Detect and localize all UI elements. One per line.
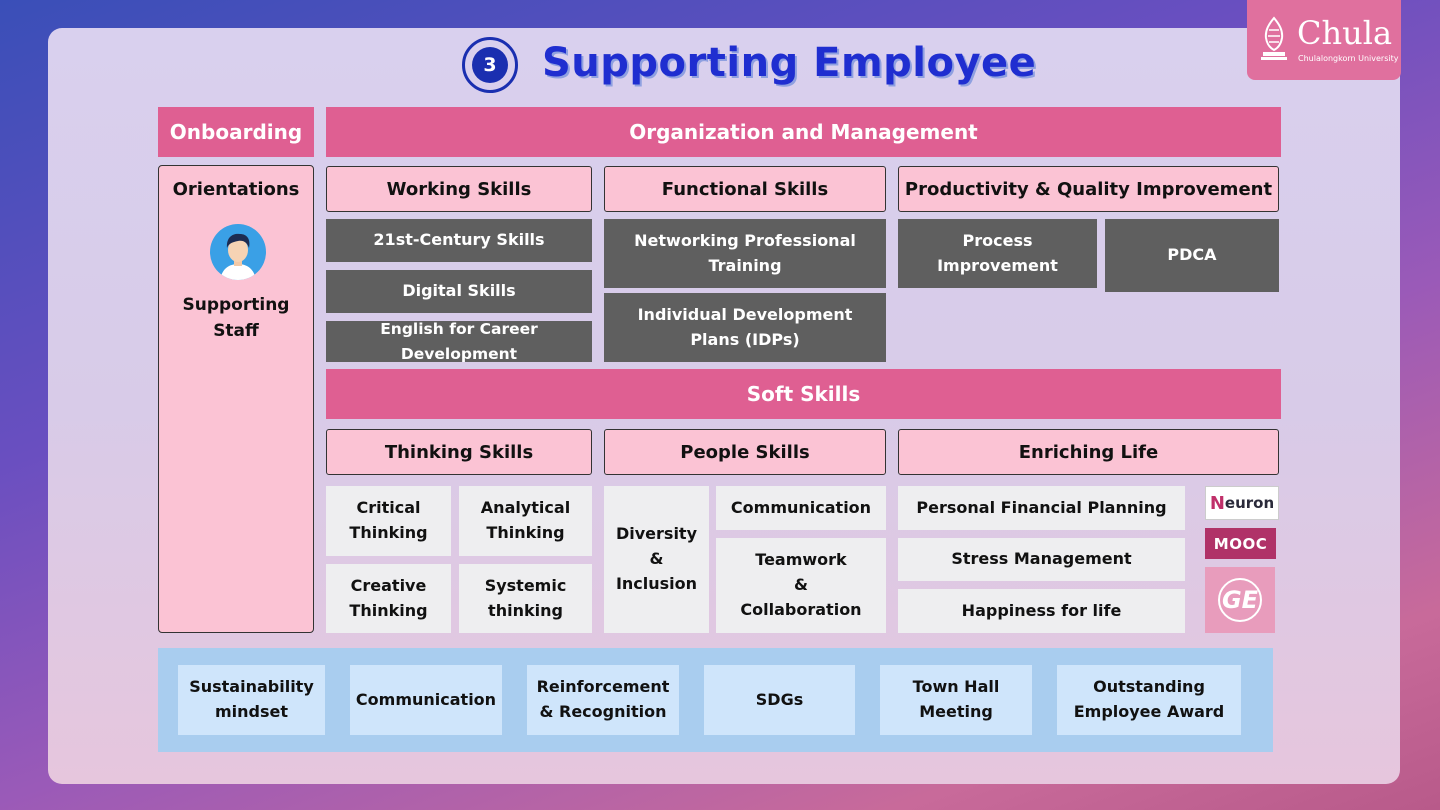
bottom-item-line2: & Recognition: [539, 702, 667, 721]
skill-systemic-thinking: Systemic thinking: [459, 564, 592, 633]
enriching-life-heading: Enriching Life: [898, 429, 1279, 475]
orientations-label: Orientations: [172, 178, 300, 200]
idps-line2: Plans (IDPs): [690, 329, 800, 349]
org-management-heading: Organization and Management: [326, 107, 1281, 157]
skill-process-improvement: Process Improvement: [898, 219, 1097, 288]
logo-name: Chula: [1297, 14, 1393, 52]
process-line1: Process: [962, 230, 1033, 250]
networking-line1: Networking Professional: [634, 230, 856, 250]
onboarding-heading: Onboarding: [158, 107, 314, 157]
systemic-line1: Systemic: [484, 575, 567, 595]
analytical-line1: Analytical: [480, 498, 571, 518]
soft-skills-heading: Soft Skills: [326, 369, 1281, 419]
skill-digital: Digital Skills: [326, 270, 592, 313]
logo-subtitle: Chulalongkorn University: [1298, 54, 1399, 63]
staff-avatar-icon: [210, 224, 266, 280]
section-number: 3: [472, 47, 508, 83]
bottom-item-line1: Sustainability: [189, 677, 314, 697]
systemic-line2: thinking: [488, 600, 563, 620]
neuron-text: euron: [1224, 494, 1275, 512]
teamwork-line2: &: [794, 575, 808, 595]
idps-line1: Individual Development: [637, 304, 853, 324]
bottom-item-line1: Town Hall: [912, 677, 1000, 697]
analytical-line2: Thinking: [486, 523, 565, 542]
bottom-item-line2: Employee Award: [1073, 702, 1225, 721]
skill-diversity-inclusion: Diversity & Inclusion: [604, 486, 709, 633]
skill-happiness-for-life: Happiness for life: [898, 589, 1185, 633]
mooc-logo: MOOC: [1205, 528, 1276, 559]
process-line2: Improvement: [937, 255, 1058, 275]
supporting-staff-line2: Staff: [213, 321, 259, 341]
teamwork-line3: Collaboration: [740, 599, 862, 619]
critical-line2: Thinking: [349, 523, 428, 542]
chula-logo: Chula Chulalongkorn University: [1247, 0, 1401, 80]
skill-idps: Individual Development Plans (IDPs): [604, 293, 886, 362]
item-outstanding-employee-award: Outstanding Employee Award: [1057, 665, 1241, 735]
skill-critical-thinking: Critical Thinking: [326, 486, 451, 556]
neuron-mark: N: [1209, 492, 1225, 514]
working-skills-heading: Working Skills: [326, 166, 592, 212]
bottom-item-line1: SDGs: [755, 689, 804, 709]
skill-communication: Communication: [716, 486, 886, 530]
skill-21st-century: 21st-Century Skills: [326, 219, 592, 262]
bottom-item-line1: Reinforcement: [536, 677, 670, 697]
bottom-item-line2: Meeting: [919, 702, 993, 721]
thinking-skills-heading: Thinking Skills: [326, 429, 592, 475]
skill-analytical-thinking: Analytical Thinking: [459, 486, 592, 556]
bottom-item-line1: Communication: [355, 689, 497, 709]
skill-financial-planning: Personal Financial Planning: [898, 486, 1185, 530]
item-sdgs: SDGs: [704, 665, 855, 735]
creative-line1: Creative: [350, 575, 427, 595]
skill-creative-thinking: Creative Thinking: [326, 564, 451, 633]
supporting-staff-line1: Supporting: [182, 295, 290, 315]
item-reinforcement-recognition: Reinforcement & Recognition: [527, 665, 679, 735]
skill-stress-management: Stress Management: [898, 538, 1185, 581]
skill-pdca: PDCA: [1105, 219, 1279, 292]
creative-line2: Thinking: [349, 600, 428, 620]
functional-skills-heading: Functional Skills: [604, 166, 886, 212]
diversity-line3: Inclusion: [615, 573, 698, 593]
page-title: Supporting Employee: [542, 40, 1037, 86]
ge-logo-text: GE: [1218, 578, 1262, 622]
bottom-item-line1: Outstanding: [1093, 677, 1205, 697]
diversity-line2: &: [649, 549, 664, 569]
critical-line1: Critical: [356, 498, 421, 518]
ge-logo: GE: [1205, 567, 1275, 633]
people-skills-heading: People Skills: [604, 429, 886, 475]
bottom-item-line2: mindset: [214, 702, 289, 721]
section-number-badge: 3: [462, 37, 518, 93]
chula-emblem-icon: [1261, 16, 1287, 60]
teamwork-line1: Teamwork: [755, 550, 847, 570]
item-town-hall-meeting: Town Hall Meeting: [880, 665, 1032, 735]
item-communication: Communication: [350, 665, 502, 735]
networking-line2: Training: [708, 255, 782, 275]
diversity-line1: Diversity: [615, 524, 698, 544]
item-sustainability-mindset: Sustainability mindset: [178, 665, 325, 735]
skill-teamwork-collaboration: Teamwork & Collaboration: [716, 538, 886, 633]
productivity-heading: Productivity & Quality Improvement: [898, 166, 1279, 212]
skill-english-career: English for Career Development: [326, 320, 592, 363]
skill-networking-training: Networking Professional Training: [604, 219, 886, 288]
